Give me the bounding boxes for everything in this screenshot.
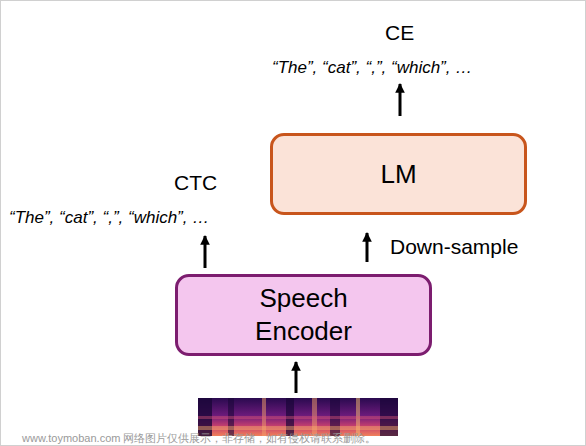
flow-arrow	[366, 233, 369, 262]
token-sequence: “The”, “cat”, “,”, “which”, …	[272, 58, 472, 78]
spectrogram	[198, 398, 398, 436]
output-arrow	[204, 236, 207, 268]
loss-name: CE	[385, 21, 414, 45]
input-arrow	[295, 362, 298, 393]
output-arrow	[399, 84, 402, 116]
language-model-box: LM	[270, 133, 527, 215]
speech-encoder-box: Speech Encoder	[175, 274, 432, 356]
watermark: www.toymoban.com 网络图片仅供展示，非存储，如有侵权请联系删除。	[22, 431, 376, 446]
token-sequence: “The”, “cat”, “,”, “which”, …	[9, 208, 209, 228]
loss-name: CTC	[174, 171, 217, 195]
box-title: Speech Encoder	[239, 282, 369, 348]
edge-label: Down-sample	[390, 235, 518, 259]
box-title: LM	[299, 158, 499, 191]
